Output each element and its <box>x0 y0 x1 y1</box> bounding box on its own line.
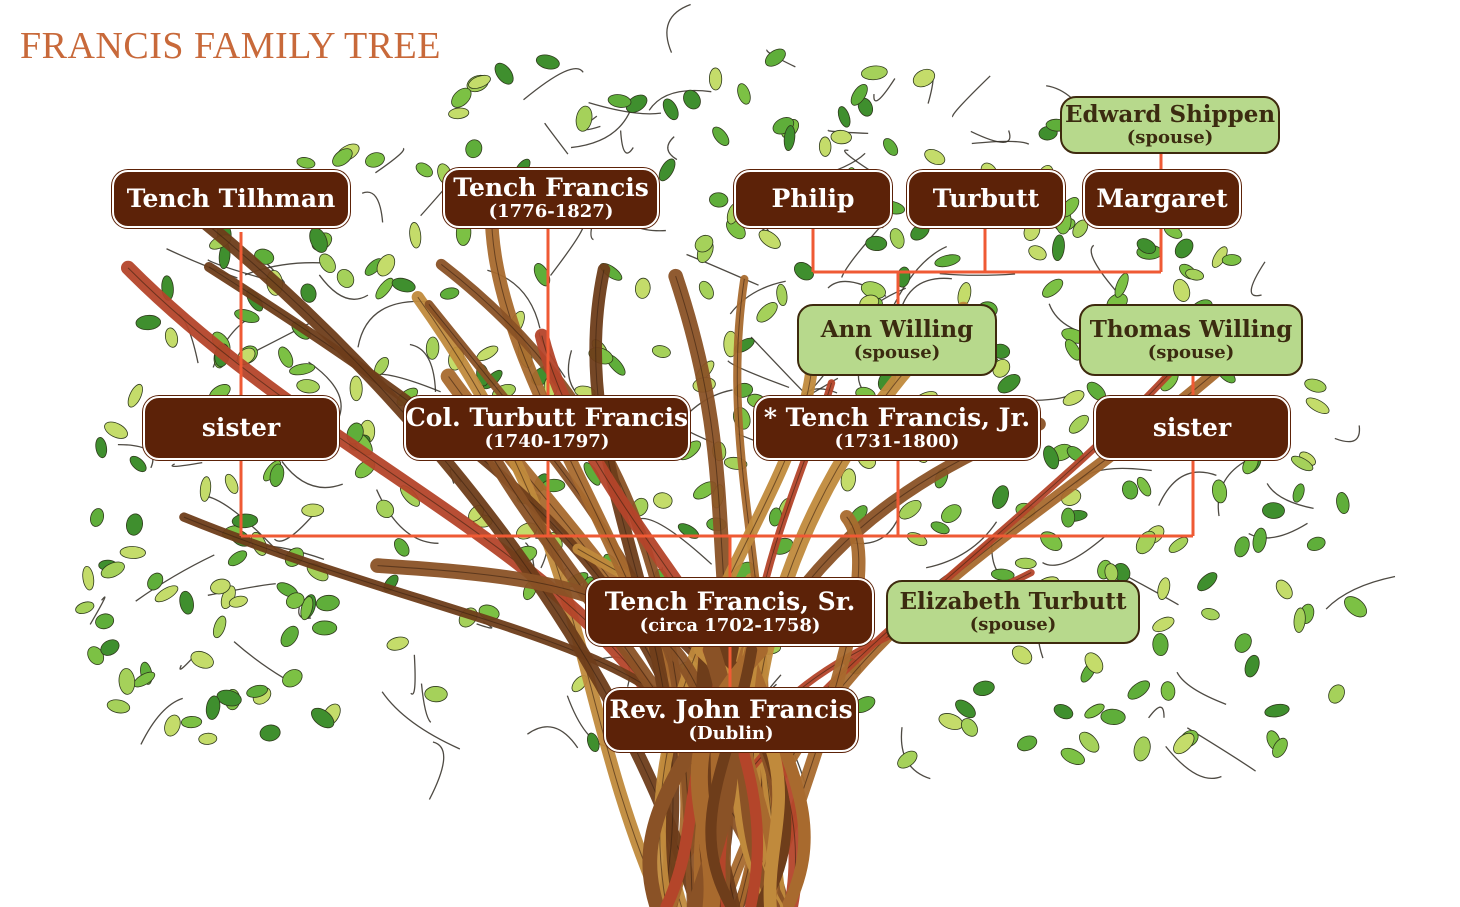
person-turbutt: Turbutt <box>907 170 1065 228</box>
family-connector-lines <box>239 154 1195 690</box>
person-margaret: Margaret <box>1083 170 1241 228</box>
person-name: Thomas Willing <box>1089 316 1293 344</box>
person-dates: (1731-1800) <box>834 430 960 452</box>
spouse-label: (spouse) <box>1147 341 1235 363</box>
tree-trunk <box>120 184 1248 907</box>
person-name: sister <box>201 413 281 443</box>
person-tench-francis-1776: Tench Francis (1776-1827) <box>443 168 659 228</box>
spouse-elizabeth-turbutt: Elizabeth Turbutt (spouse) <box>886 580 1140 644</box>
person-name: * Tench Francis, Jr. <box>763 403 1031 433</box>
spouse-label: (spouse) <box>853 341 941 363</box>
person-name: sister <box>1152 413 1232 443</box>
person-col-turbutt-francis: Col. Turbutt Francis (1740-1797) <box>404 396 690 460</box>
spouse-edward-shippen: Edward Shippen (spouse) <box>1060 96 1280 154</box>
person-name: Tench Francis, Sr. <box>604 587 856 617</box>
person-dates: (1740-1797) <box>484 430 610 452</box>
person-name: Margaret <box>1096 184 1228 214</box>
person-dates: (1776-1827) <box>488 200 614 222</box>
spouse-label: (spouse) <box>969 613 1057 635</box>
person-name: Tench Tilhman <box>126 184 336 214</box>
person-name: Edward Shippen <box>1064 101 1276 129</box>
page-title: FRANCIS FAMILY TREE <box>20 25 441 67</box>
person-tench-francis-jr: * Tench Francis, Jr. (1731-1800) <box>754 396 1040 460</box>
person-sister-right: sister <box>1094 396 1290 460</box>
spouse-thomas-willing: Thomas Willing (spouse) <box>1079 304 1303 376</box>
person-tench-francis-sr: Tench Francis, Sr. (circa 1702-1758) <box>586 578 874 646</box>
person-name: Tench Francis <box>453 173 649 203</box>
spouse-label: (spouse) <box>1126 126 1214 148</box>
person-tench-tilhman: Tench Tilhman <box>112 170 350 228</box>
person-name: Turbutt <box>932 184 1040 214</box>
person-philip: Philip <box>734 170 892 228</box>
person-name: Elizabeth Turbutt <box>899 588 1127 616</box>
person-dates: (Dublin) <box>688 722 774 744</box>
spouse-ann-willing: Ann Willing (spouse) <box>797 304 997 376</box>
person-rev-john-francis: Rev. John Francis (Dublin) <box>604 688 858 752</box>
person-name: Col. Turbutt Francis <box>405 403 689 433</box>
person-name: Ann Willing <box>820 316 974 344</box>
person-name: Philip <box>771 184 855 214</box>
person-dates: (circa 1702-1758) <box>639 614 821 636</box>
person-name: Rev. John Francis <box>609 695 853 725</box>
person-sister-left: sister <box>143 396 339 460</box>
